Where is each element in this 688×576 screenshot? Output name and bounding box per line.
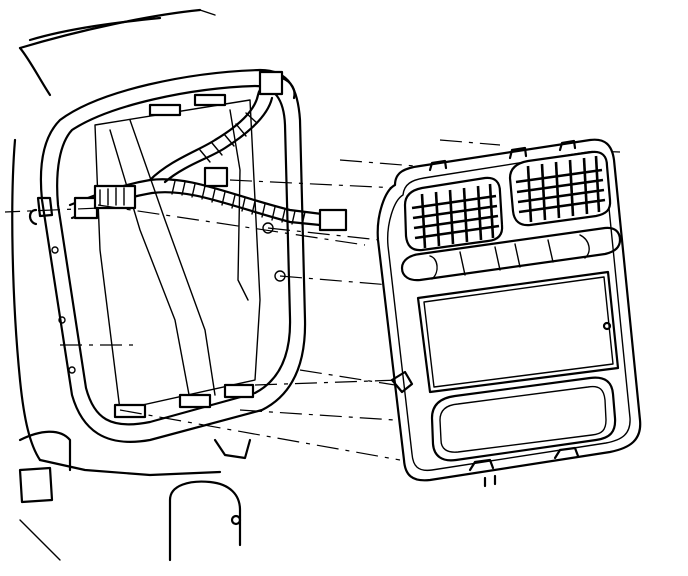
right-vent-grille [515, 155, 606, 223]
control-button-row [400, 226, 622, 282]
lower-storage-opening [430, 376, 617, 462]
lower-dash [18, 430, 252, 562]
radio-display-opening [416, 270, 620, 394]
radio-cavity-frame [28, 68, 307, 443]
left-vent-grille [411, 183, 500, 249]
radio-bezel [376, 138, 642, 488]
